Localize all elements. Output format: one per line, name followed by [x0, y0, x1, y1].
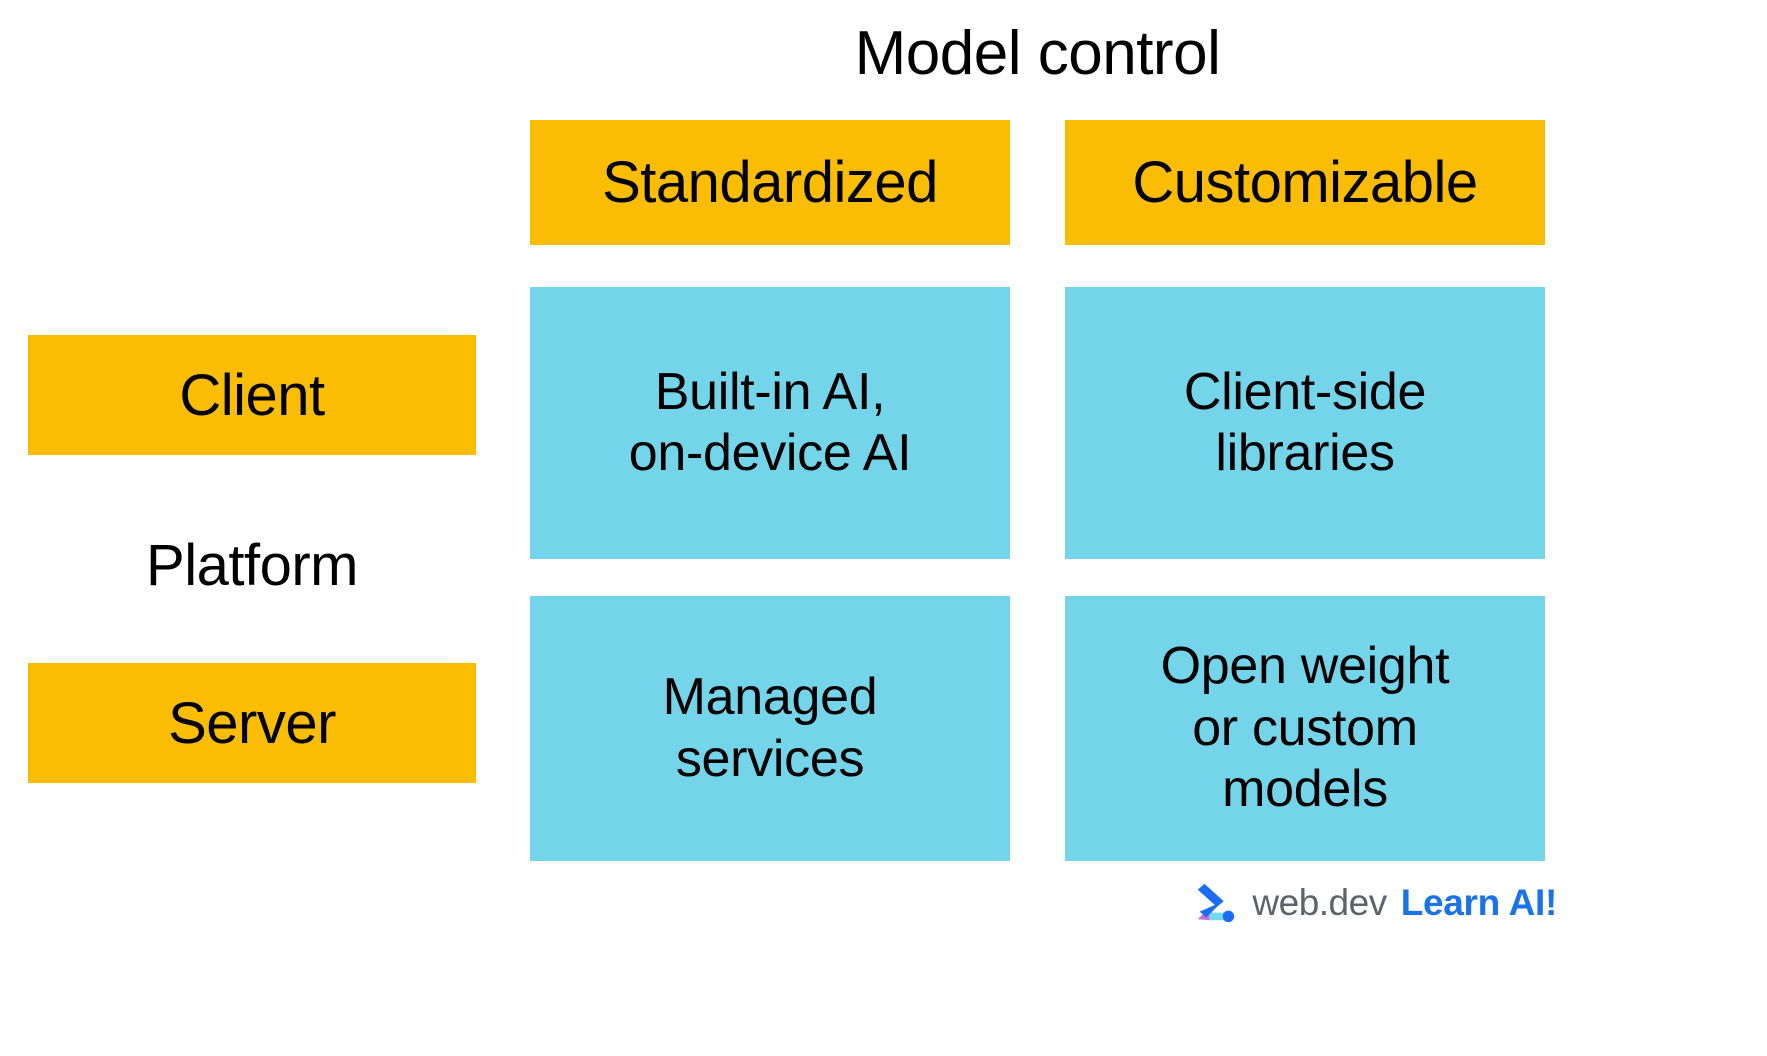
cell-text: Managed services	[651, 667, 890, 790]
cell-text: Built-in AI, on-device AI	[617, 362, 924, 485]
cell-server-customizable: Open weight or custom models	[1065, 596, 1545, 861]
footer-branding: web.dev Learn AI!	[1185, 875, 1557, 931]
row-header-server: Server	[28, 663, 476, 783]
cell-text: Client-side libraries	[1172, 362, 1438, 485]
row-header-client: Client	[28, 335, 476, 455]
row-axis-label-platform: Platform	[146, 532, 358, 598]
webdev-wordmark: web.dev	[1252, 882, 1387, 923]
cell-line: services	[675, 729, 865, 788]
cell-line: on-device AI	[628, 424, 912, 482]
cell-line: Open weight	[1160, 637, 1450, 696]
learn-ai-label: Learn AI!	[1400, 882, 1558, 923]
cell-text: Open weight or custom models	[1149, 636, 1462, 820]
cell-server-standardized: Managed services	[530, 596, 1010, 861]
cell-client-standardized: Built-in AI, on-device AI	[530, 287, 1010, 559]
cell-line: Built-in AI,	[654, 362, 886, 421]
cell-line: models	[1222, 760, 1388, 819]
cell-line: or custom	[1192, 698, 1418, 757]
cell-line: libraries	[1215, 424, 1395, 482]
cell-line: Managed	[662, 668, 878, 727]
column-header-customizable: Customizable	[1065, 120, 1545, 245]
cell-client-customizable: Client-side libraries	[1065, 287, 1545, 559]
page-title: Model control	[854, 18, 1221, 88]
webdev-logo-icon	[1198, 883, 1235, 923]
cell-line: Client-side	[1183, 362, 1427, 421]
column-header-standardized: Standardized	[530, 120, 1010, 245]
